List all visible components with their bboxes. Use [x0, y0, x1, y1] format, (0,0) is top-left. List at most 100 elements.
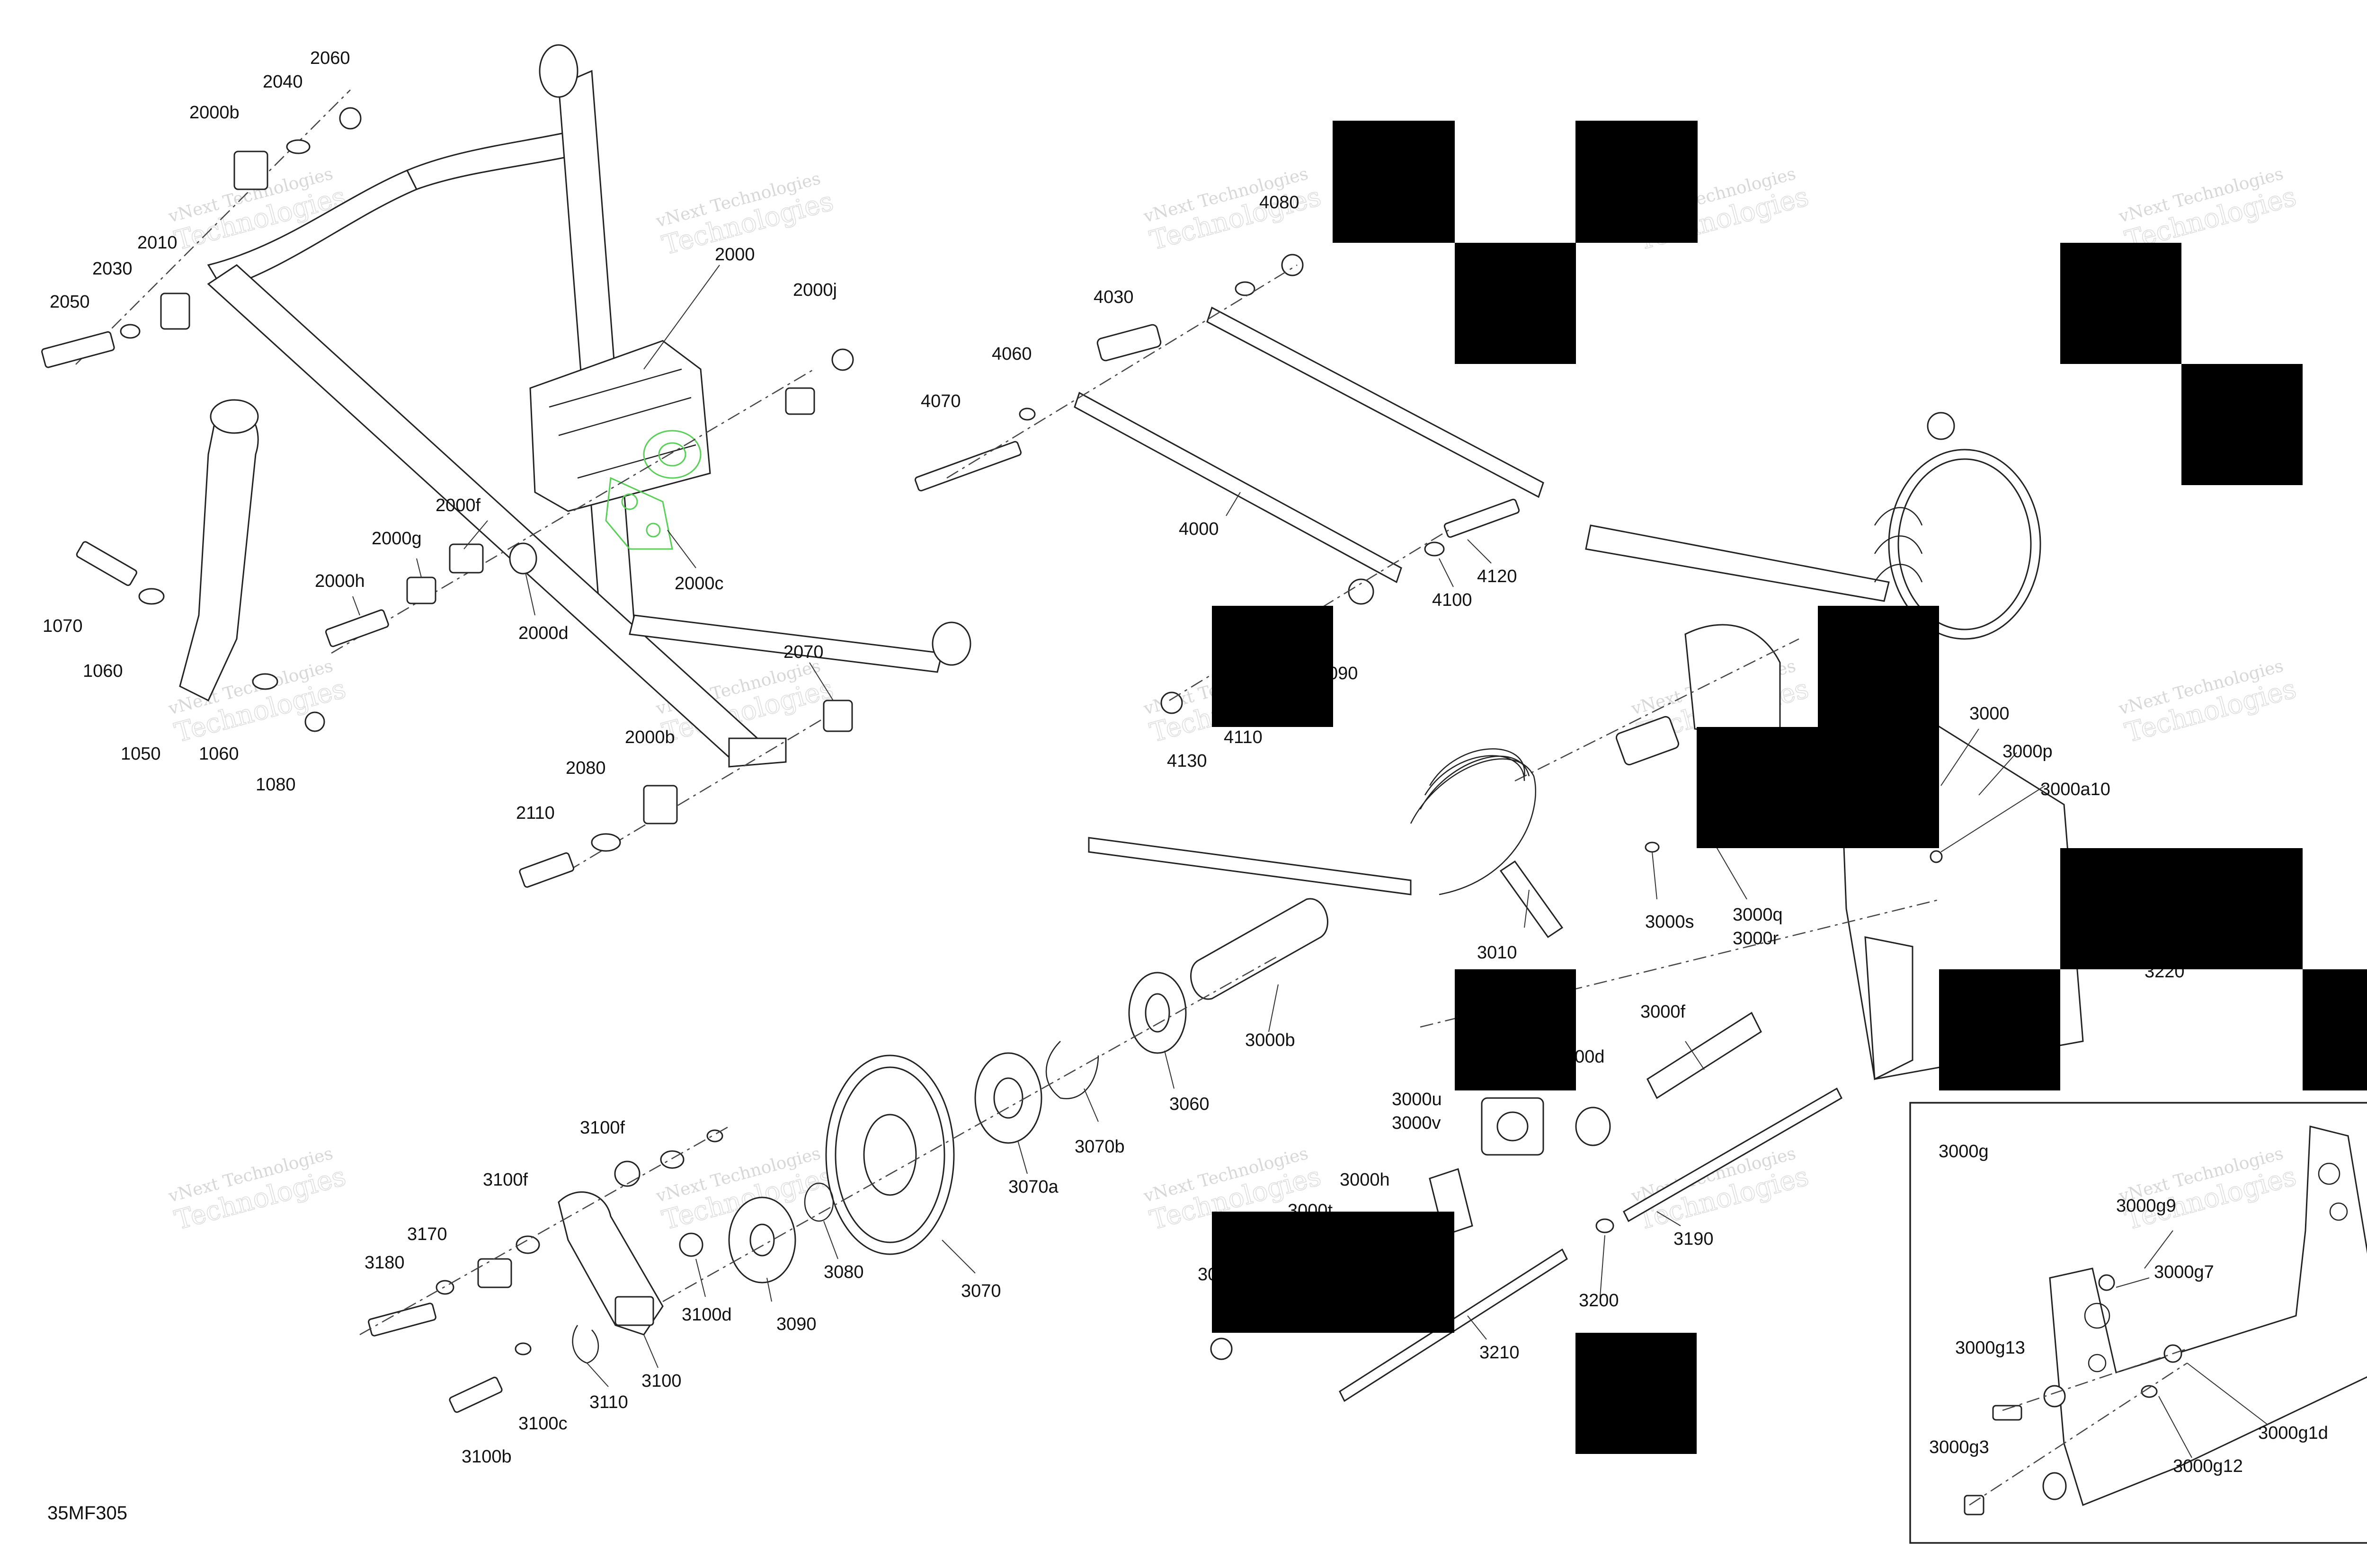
bushing-3170 [477, 1258, 512, 1288]
nut-2000j [831, 348, 854, 371]
redaction-block [1575, 121, 1698, 243]
inset-title: 3000g [1939, 1142, 1989, 1161]
label-2060: 2060 [310, 48, 350, 68]
redaction-block [1212, 1212, 1454, 1333]
inset-hole-c [2318, 1162, 2340, 1185]
label-3100c: 3100c [518, 1414, 568, 1434]
label-3190: 3190 [1673, 1229, 1714, 1249]
bushing-2000d [509, 542, 537, 575]
shaft-3000f [1646, 1011, 1762, 1099]
torsion-arm-left [1585, 524, 1890, 602]
inset-border [1909, 1102, 2367, 1544]
bushing-2000g [406, 576, 436, 604]
sleeve-3000b [1190, 898, 1328, 1000]
label-2000g: 2000g [372, 529, 422, 549]
washer-4100 [1424, 541, 1445, 557]
washer-3100f-b [516, 1235, 540, 1254]
label-2040: 2040 [263, 72, 303, 92]
label-3010: 3010 [1477, 943, 1517, 963]
bracket-hole [1496, 1111, 1529, 1142]
circlip-3070b [1045, 1041, 1099, 1099]
inset-hole-a [2084, 1302, 2110, 1329]
a-arm-top-mount [539, 44, 578, 98]
bolt-4120 [1443, 498, 1520, 538]
bolt-3100b [449, 1376, 503, 1413]
label-3060: 3060 [1169, 1094, 1210, 1114]
redaction-block [1455, 969, 1576, 1090]
bushing-2000f [449, 543, 484, 574]
label-2110: 2110 [516, 803, 555, 823]
label-3080: 3080 [824, 1262, 864, 1282]
spring-coils [1410, 748, 1536, 895]
axis-line-rods [946, 264, 1298, 479]
bushing-2000b [233, 151, 268, 190]
label-3100: 3100 [641, 1371, 682, 1391]
label-3090: 3090 [776, 1314, 817, 1334]
leader-lines [352, 265, 2268, 1458]
bolt-4070 [914, 441, 1022, 492]
label-4070: 4070 [921, 391, 961, 411]
rod-4000-upper [1206, 306, 1544, 498]
washer-3200 [1595, 1218, 1614, 1233]
diagram-code: 35MF305 [47, 1503, 127, 1524]
redaction-block [2060, 243, 2181, 364]
pedal-pad [210, 399, 259, 434]
label-2000c: 2000c [675, 574, 724, 594]
label-3070b: 3070b [1075, 1137, 1125, 1157]
bushing-2070 [823, 700, 853, 732]
label-1060-b: 1060 [199, 744, 239, 764]
bolt-2050 [41, 331, 115, 368]
label-4110: 4110 [1224, 727, 1263, 747]
spring-disc-inner [1897, 458, 2032, 630]
label-2000f: 2000f [436, 496, 481, 515]
inset-label-g3: 3000g3 [1929, 1437, 1989, 1457]
label-2000j: 2000j [793, 280, 837, 300]
label-3000r: 3000r [1733, 929, 1779, 948]
bushing-3100f-a [614, 1160, 641, 1187]
rod-3190 [1623, 1087, 1842, 1223]
bolt-2000h [325, 609, 389, 647]
bushing-3000d [1575, 1107, 1611, 1146]
redaction-block [1697, 727, 1939, 848]
washer-3090-inner [749, 1223, 775, 1257]
nut-4130 [1160, 691, 1183, 714]
bushing-upper [785, 387, 815, 415]
a-arm-bottom-mount [932, 621, 971, 666]
redaction-block [2060, 848, 2303, 969]
label-3180: 3180 [365, 1253, 405, 1273]
nut-4080 [1281, 254, 1304, 276]
label-4120: 4120 [1477, 567, 1517, 586]
clip-3110 [572, 1325, 599, 1364]
label-3000p: 3000p [2002, 742, 2053, 762]
label-3000h: 3000h [1340, 1170, 1390, 1190]
bolt-1070 [76, 541, 137, 586]
clip-3100f [706, 1129, 723, 1143]
clip-3000s [1645, 842, 1660, 853]
inset-bolt-g3 [1964, 1495, 1984, 1515]
inset-labels: 3000g 3000g9 3000g7 3000g13 3000g1d 3000… [1929, 1142, 2328, 1476]
lever-splines [614, 1296, 654, 1326]
label-4080: 4080 [1259, 193, 1299, 213]
label-3100d: 3100d [682, 1305, 732, 1325]
label-2000: 2000 [715, 245, 755, 265]
label-2050: 2050 [50, 292, 90, 312]
a-arm-assembly [41, 44, 971, 888]
redaction-block [1212, 606, 1333, 727]
part-labels: 2060 2040 2000b 2010 2030 2050 2000 2000… [43, 48, 2185, 1524]
bolt-head-left [1210, 1338, 1233, 1360]
label-3100f-a: 3100f [580, 1118, 625, 1138]
bushing-2010 [160, 292, 190, 330]
seal-3060-inner [1145, 993, 1170, 1033]
washer-1060-a [138, 588, 165, 605]
bolt-3180 [368, 1302, 436, 1337]
washer-1060-b [252, 673, 278, 690]
inset-grease-fitting-g9 [2098, 1274, 2115, 1291]
label-3070: 3070 [961, 1281, 1001, 1301]
green-highlighted-part-2000c [605, 430, 702, 550]
lever-assembly-3100 [359, 1125, 730, 1413]
a-arm-lower-link [629, 614, 943, 673]
redaction-block [1818, 606, 1939, 727]
axis-line-lever [359, 1125, 730, 1336]
